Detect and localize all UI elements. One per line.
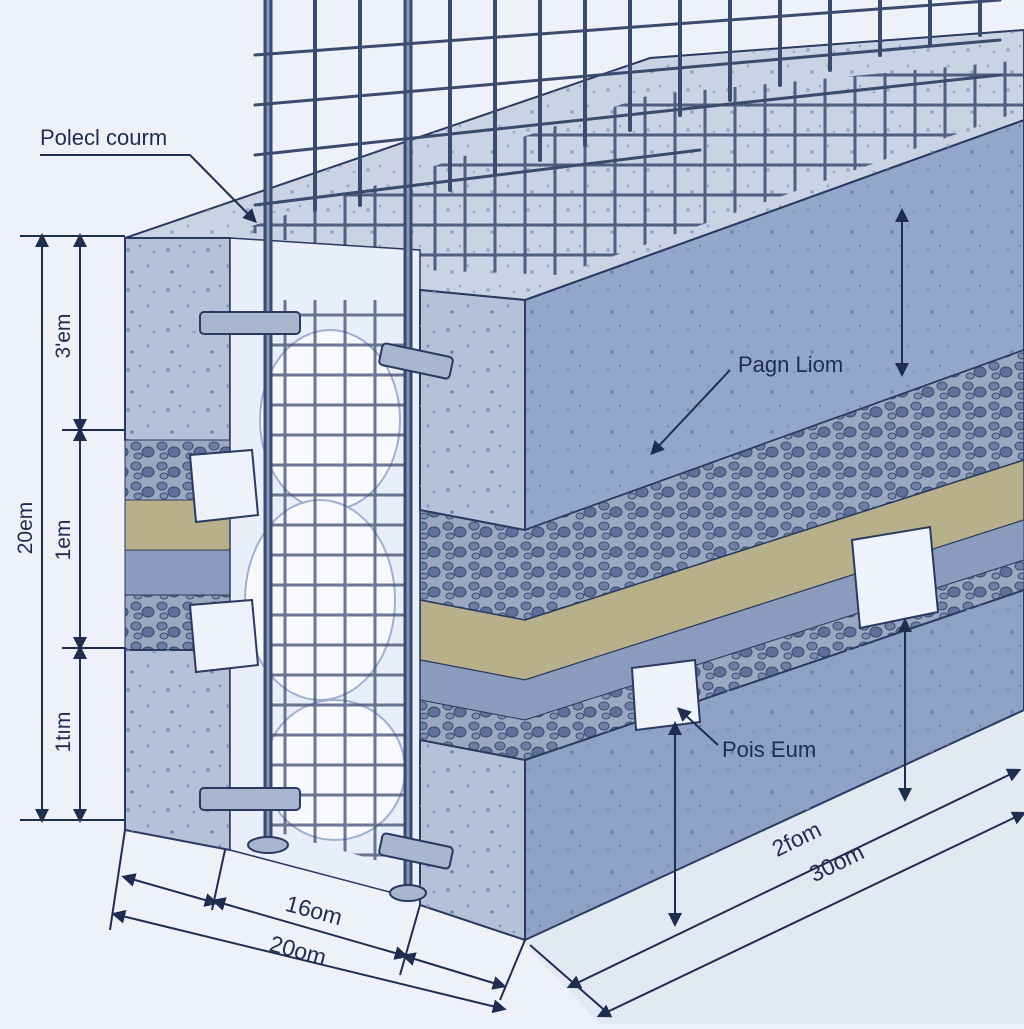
dim-outer-width: 20om — [267, 930, 329, 970]
vertical-rebars — [253, 0, 1002, 895]
front-face — [124, 237, 526, 942]
dim-total-height: 20em — [14, 502, 37, 555]
label-top-left: Polecl courm — [40, 125, 167, 150]
rebar-clamps — [199, 311, 454, 902]
dim-lower-height: 1tım — [52, 712, 75, 753]
dim-upper-height: 3'em — [52, 314, 75, 359]
label-middle-right: Pagn Liom — [738, 352, 843, 377]
dim-middle-height: 1em — [52, 520, 75, 561]
horizontal-dimensions — [109, 768, 1024, 1018]
label-lower-right: Pois Eum — [722, 737, 816, 762]
callout-leaders — [40, 154, 731, 746]
